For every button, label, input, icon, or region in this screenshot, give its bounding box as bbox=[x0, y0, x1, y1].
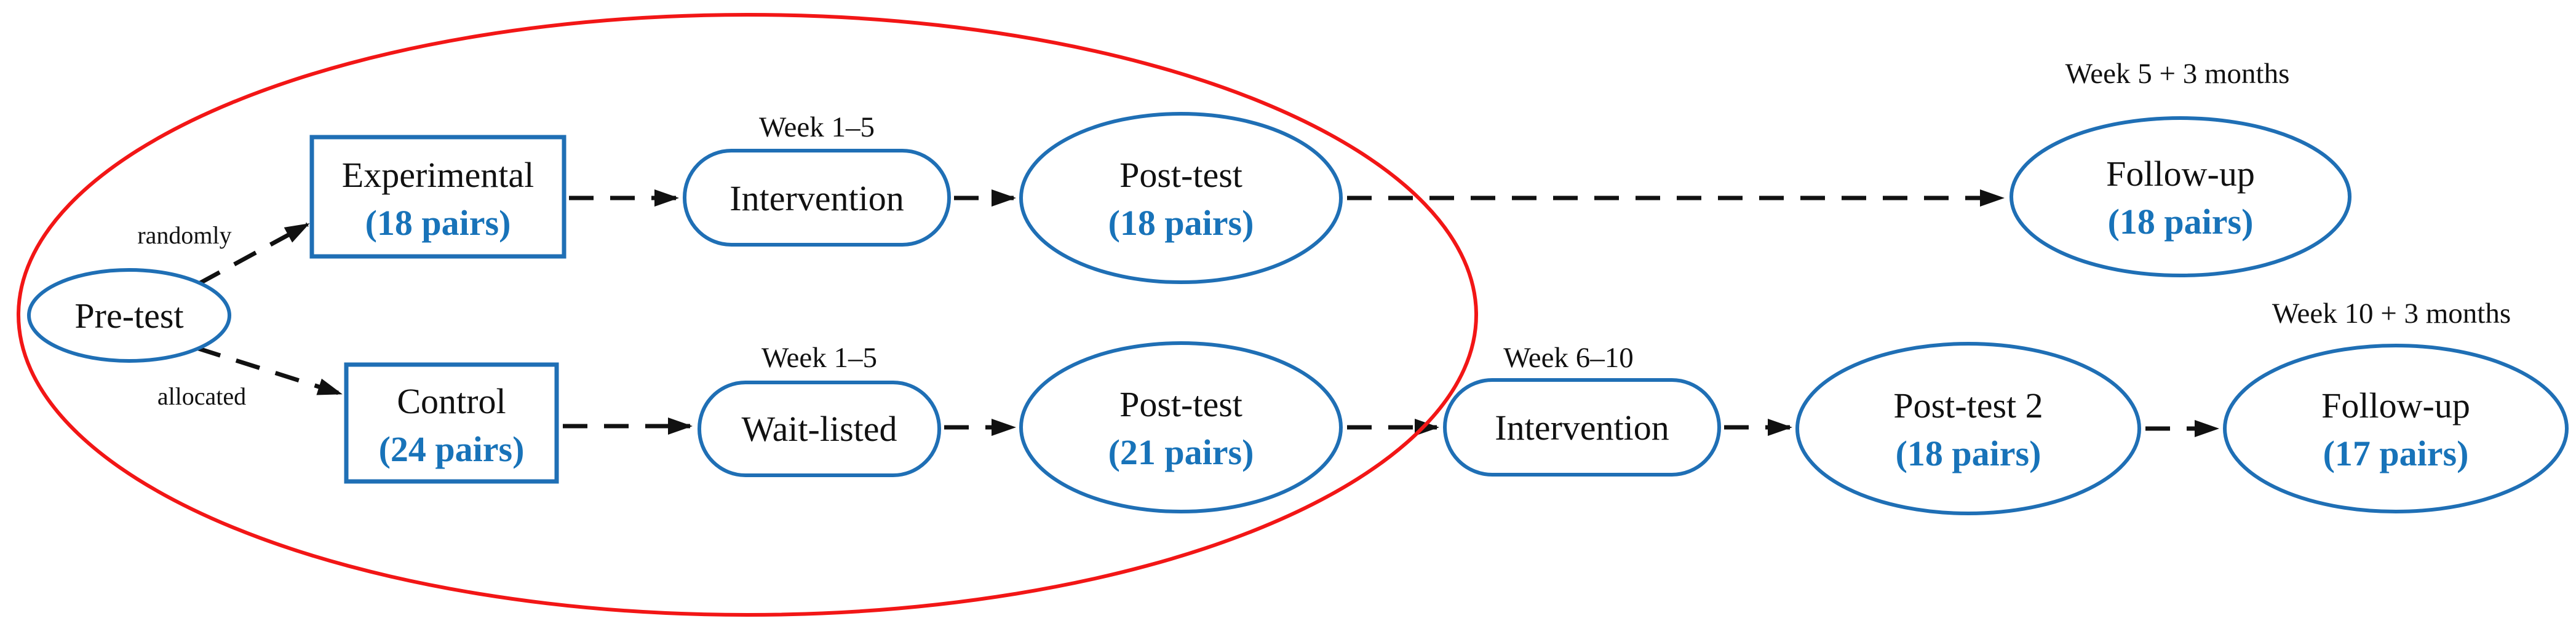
followup-control-pairs: (17 pairs) bbox=[2323, 433, 2469, 473]
pretest-node: Pre-test bbox=[27, 268, 231, 363]
followup-experimental-label: Follow-up bbox=[2106, 154, 2255, 194]
followup-control-label: Follow-up bbox=[2321, 386, 2470, 425]
intervention2-node: Week 6–10 Intervention bbox=[1443, 342, 1721, 477]
followup-experimental-week-label: Week 5 + 3 months bbox=[2065, 58, 2290, 90]
intervention1-label: Intervention bbox=[729, 178, 904, 218]
posttest-experimental-pairs: (18 pairs) bbox=[1108, 203, 1254, 243]
posttest2-pairs: (18 pairs) bbox=[1896, 433, 2041, 473]
randomly-label: randomly bbox=[137, 221, 231, 249]
posttest-control-ellipse bbox=[1019, 341, 1343, 513]
control-rect bbox=[344, 362, 559, 484]
allocated-label: allocated bbox=[157, 382, 246, 410]
posttest-experimental-ellipse bbox=[1019, 112, 1343, 284]
posttest2-node: Post-test 2 (18 pairs) bbox=[1795, 342, 2141, 515]
posttest-control-node: Post-test (21 pairs) bbox=[1019, 341, 1343, 513]
pretest-ellipse bbox=[27, 268, 231, 363]
posttest-experimental-label: Post-test bbox=[1119, 155, 1242, 195]
followup-experimental-node: Week 5 + 3 months Follow-up (18 pairs) bbox=[2010, 58, 2351, 277]
control-node: Control (24 pairs) bbox=[344, 362, 559, 484]
waitlisted-week-label: Week 1–5 bbox=[761, 342, 877, 374]
experimental-pairs: (18 pairs) bbox=[365, 203, 511, 243]
followup-control-node: Week 10 + 3 months Follow-up (17 pairs) bbox=[2223, 298, 2569, 513]
control-pairs: (24 pairs) bbox=[379, 429, 525, 469]
intervention2-week-label: Week 6–10 bbox=[1503, 342, 1634, 374]
red-highlight-ellipse bbox=[17, 13, 1478, 617]
control-label: Control bbox=[397, 381, 506, 421]
posttest2-label: Post-test 2 bbox=[1893, 386, 2043, 425]
waitlisted-stadium bbox=[698, 381, 941, 477]
intervention2-label: Intervention bbox=[1495, 408, 1669, 448]
posttest2-ellipse bbox=[1795, 342, 2141, 515]
experimental-label: Experimental bbox=[342, 155, 534, 195]
intervention1-week-label: Week 1–5 bbox=[759, 111, 875, 143]
posttest-experimental-node: Post-test (18 pairs) bbox=[1019, 112, 1343, 284]
posttest-control-label: Post-test bbox=[1119, 384, 1242, 424]
pretest-label: Pre-test bbox=[74, 296, 183, 336]
intervention1-node: Week 1–5 Intervention bbox=[683, 111, 951, 247]
followup-experimental-pairs: (18 pairs) bbox=[2108, 202, 2254, 242]
experimental-node: Experimental (18 pairs) bbox=[309, 135, 566, 259]
followup-control-ellipse bbox=[2223, 344, 2569, 513]
waitlisted-node: Week 1–5 Wait-listed bbox=[698, 342, 941, 477]
followup-experimental-ellipse bbox=[2010, 116, 2351, 277]
intervention2-stadium bbox=[1443, 378, 1721, 477]
experimental-rect bbox=[309, 135, 566, 259]
arrow-pretest-to-control bbox=[196, 346, 343, 396]
waitlisted-label: Wait-listed bbox=[741, 409, 897, 449]
intervention1-stadium bbox=[683, 149, 951, 247]
followup-control-week-label: Week 10 + 3 months bbox=[2272, 298, 2511, 330]
arrow-pretest-to-experimental bbox=[197, 222, 310, 287]
posttest-control-pairs: (21 pairs) bbox=[1108, 432, 1254, 472]
